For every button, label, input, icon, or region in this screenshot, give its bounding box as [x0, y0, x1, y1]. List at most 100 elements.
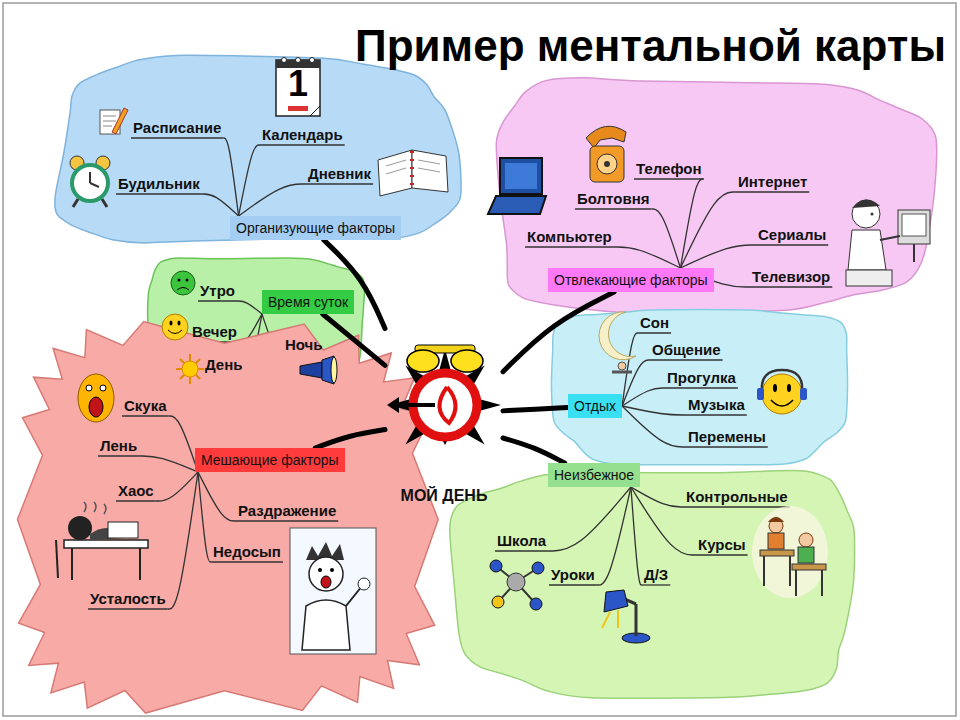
clock-icon — [385, 318, 503, 510]
branch-word: Компьютер — [527, 228, 612, 246]
branch-word: Календарь — [262, 126, 343, 144]
word-underline — [198, 300, 237, 301]
region-shape — [551, 310, 847, 465]
branch-line — [169, 416, 198, 472]
region-shape — [450, 471, 855, 699]
word-underline — [116, 500, 156, 501]
branch-word: Уроки — [551, 566, 595, 584]
word-underline — [638, 332, 671, 333]
word-underline — [736, 191, 809, 192]
word-underline — [236, 520, 338, 521]
branch-line — [139, 456, 198, 472]
topic-region: СонОбщениеПрогулкаМузыкаПеремены Отдых — [542, 303, 857, 468]
calendar-icon — [276, 58, 320, 117]
word-underline — [686, 446, 768, 447]
branch-word: Музыка — [688, 396, 745, 414]
branch-word: Ночь — [285, 336, 323, 354]
branch-line — [237, 301, 262, 314]
category-box: Мешающие факторы — [195, 448, 345, 472]
branch-connector — [503, 438, 565, 463]
branch-line — [597, 487, 631, 585]
branch-line — [239, 184, 306, 216]
branch-line — [198, 472, 236, 521]
smiley-icon — [162, 314, 188, 340]
central-label: МОЙ ДЕНЬ — [385, 486, 503, 506]
category-box: Время суток — [262, 290, 354, 314]
branch-word: Вечер — [192, 323, 237, 341]
branch-word: Телевизор — [752, 268, 830, 286]
branch-word: Сериалы — [758, 226, 826, 244]
sad-face-icon — [171, 271, 195, 295]
branch-word: Сон — [640, 314, 669, 332]
category-label: Организующие факторы — [236, 220, 395, 236]
central-topic: МОЙ ДЕНЬ — [385, 318, 503, 510]
branch-line — [622, 360, 650, 406]
branch-word: Интернет — [738, 173, 807, 191]
branch-word: Лень — [100, 437, 137, 455]
branch-word: Д/З — [644, 566, 668, 584]
category-label: Отвлекающие факторы — [554, 272, 708, 288]
frame — [3, 3, 956, 716]
shouting-boy-icon — [290, 528, 376, 654]
branch-line — [168, 472, 198, 609]
word-underline — [306, 183, 373, 184]
branch-line — [156, 472, 198, 501]
branch-line — [622, 388, 665, 406]
branch-line — [631, 487, 642, 585]
branch-word: Болтовня — [577, 190, 649, 208]
category-label: Неизбежное — [554, 467, 634, 483]
word-underline — [88, 608, 168, 609]
telephone-icon — [586, 126, 626, 182]
branch-word: Хаос — [118, 482, 154, 500]
category-label: Мешающие факторы — [201, 452, 339, 468]
word-underline — [756, 244, 828, 245]
category-label: Время суток — [268, 294, 348, 310]
branch-word: Прогулка — [667, 369, 736, 387]
branch-word: Контрольные — [686, 488, 788, 506]
word-underline — [650, 359, 723, 360]
branch-word: Курсы — [698, 536, 746, 554]
branch-word: День — [205, 356, 243, 374]
branch-word: Скука — [124, 397, 167, 415]
branch-word: Школа — [497, 532, 546, 550]
category-box: Отдых — [568, 394, 622, 418]
branch-line — [622, 333, 638, 406]
screaming-face-icon — [78, 374, 114, 422]
branch-word: Телефон — [636, 160, 702, 178]
region-shape — [55, 55, 461, 243]
word-underline — [686, 414, 747, 415]
word-underline — [116, 193, 202, 194]
category-box: Отвлекающие факторы — [548, 268, 714, 292]
branch-word: Будильник — [118, 175, 200, 193]
word-underline — [525, 246, 614, 247]
title: Пример ментальной карты — [355, 20, 946, 72]
word-underline — [122, 415, 169, 416]
branch-word: Дневник — [308, 165, 371, 183]
category-label: Отдых — [574, 398, 616, 414]
branch-word: Перемены — [688, 428, 766, 446]
branch-word: Раздражение — [238, 502, 336, 520]
category-box: Организующие факторы — [230, 216, 401, 240]
branch-word: Расписание — [133, 119, 221, 137]
branch-line — [680, 245, 756, 268]
branch-line — [680, 179, 703, 268]
word-underline — [696, 554, 748, 555]
word-underline — [642, 584, 670, 585]
branch-line — [239, 145, 260, 216]
word-underline — [495, 550, 548, 551]
word-underline — [211, 561, 283, 562]
word-underline — [575, 208, 651, 209]
word-underline — [684, 506, 790, 507]
branch-word: Утро — [200, 282, 235, 300]
branch-line — [202, 194, 239, 216]
word-underline — [634, 178, 704, 179]
word-underline — [131, 137, 223, 138]
word-underline — [260, 144, 345, 145]
region-shape — [496, 78, 936, 313]
branch-word: Общение — [652, 341, 721, 359]
branch-connector — [503, 407, 568, 410]
branch-line — [631, 487, 684, 507]
branch-line — [622, 406, 686, 447]
branch-line — [198, 472, 211, 562]
branch-line — [680, 192, 736, 268]
